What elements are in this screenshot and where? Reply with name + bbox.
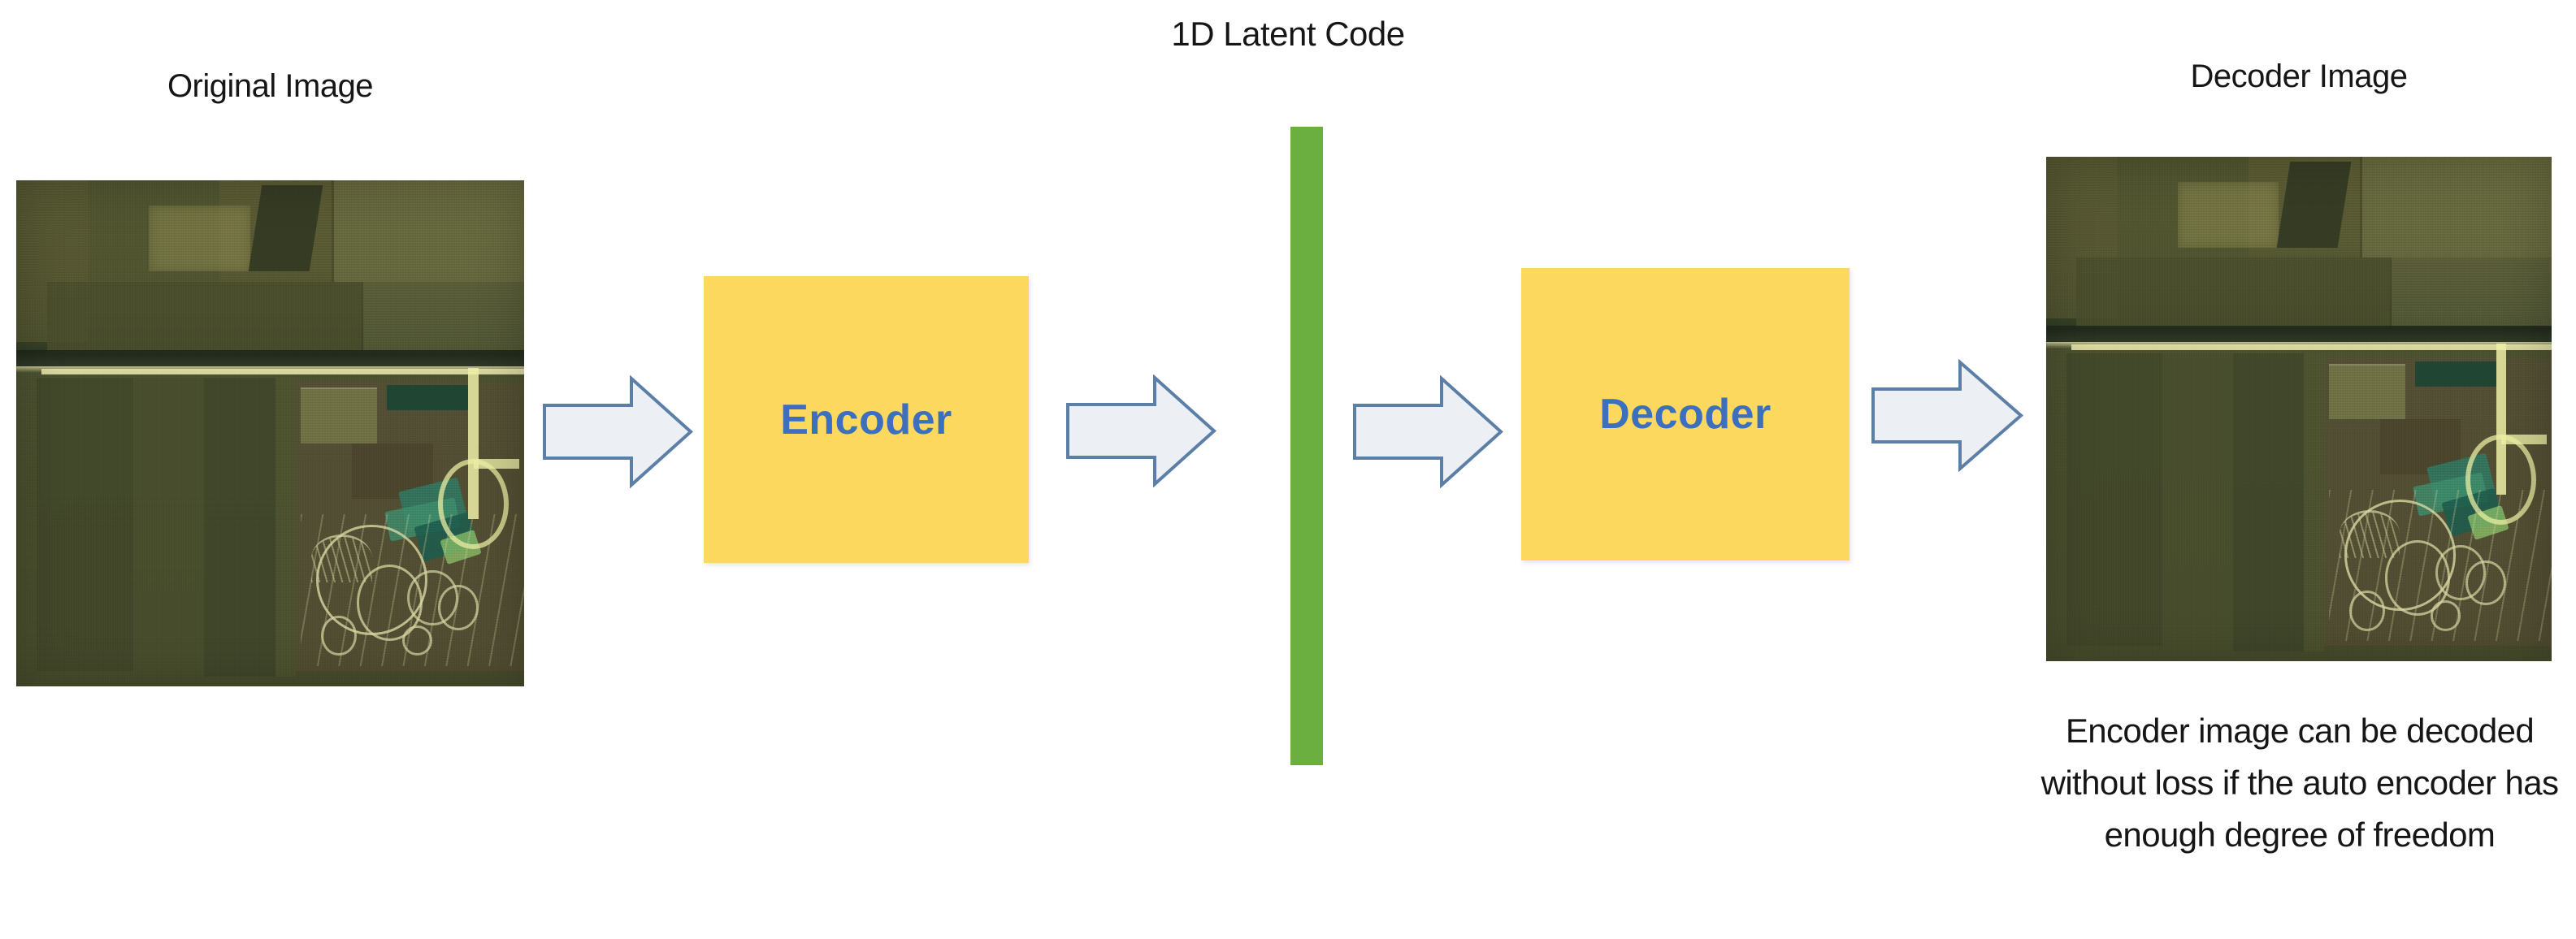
field-patch xyxy=(2233,353,2305,651)
track-circle xyxy=(321,615,357,656)
field-patch xyxy=(301,387,377,444)
dark-green-building xyxy=(387,385,469,411)
decoder-block[interactable]: Decoder xyxy=(1521,268,1850,560)
field-patch xyxy=(331,180,524,282)
arrow-right-icon xyxy=(1352,375,1503,488)
arrow-right-icon xyxy=(1871,359,2023,472)
track-circle xyxy=(437,585,479,631)
field-patch xyxy=(132,377,205,677)
field-patch xyxy=(148,206,250,272)
field-patch xyxy=(2177,182,2279,248)
track-circle xyxy=(2465,560,2506,606)
road-band-dark xyxy=(16,349,524,366)
encoder-label: Encoder xyxy=(780,396,952,444)
decoder-image-label: Decoder Image xyxy=(2190,58,2408,94)
field-patch xyxy=(2076,257,2390,329)
arrow-right-icon xyxy=(542,375,693,488)
field-patch xyxy=(2329,363,2405,419)
image-grain xyxy=(2046,157,2552,661)
field-patch xyxy=(46,281,362,353)
pale-road-loop xyxy=(2465,434,2536,525)
decoded-image xyxy=(2046,157,2552,661)
encoder-block[interactable]: Encoder xyxy=(704,276,1029,563)
track-circle xyxy=(402,625,433,656)
latent-code-title: 1D Latent Code xyxy=(1171,15,1405,53)
image-vignette xyxy=(16,180,524,686)
decoder-label: Decoder xyxy=(1599,391,1772,438)
field-patch xyxy=(2389,257,2552,329)
field-patch xyxy=(2359,157,2552,258)
original-image xyxy=(16,180,524,686)
dark-green-building xyxy=(2415,361,2496,387)
field-patch xyxy=(2162,353,2234,651)
road-band-light xyxy=(2071,344,2552,350)
track-circle xyxy=(2430,600,2461,631)
field-patch xyxy=(37,377,133,672)
track-circle xyxy=(2349,591,2385,631)
road-band-dark xyxy=(2046,326,2552,342)
field-patch xyxy=(2304,353,2325,651)
field-patch xyxy=(2066,353,2163,647)
latent-code-bar xyxy=(1290,127,1323,765)
field-patch xyxy=(204,377,275,677)
arrow-right-icon xyxy=(1065,374,1216,487)
image-vignette xyxy=(2046,157,2552,661)
image-grain xyxy=(16,180,524,686)
field-patch xyxy=(362,281,524,353)
pale-road-loop xyxy=(437,458,509,550)
road-band-light xyxy=(41,368,524,374)
track-arc xyxy=(310,534,372,583)
field-patch xyxy=(275,377,296,677)
track-arc xyxy=(2339,509,2400,558)
decoder-caption: Encoder image can be decoded without los… xyxy=(2040,712,2559,854)
original-image-label: Original Image xyxy=(167,68,374,104)
